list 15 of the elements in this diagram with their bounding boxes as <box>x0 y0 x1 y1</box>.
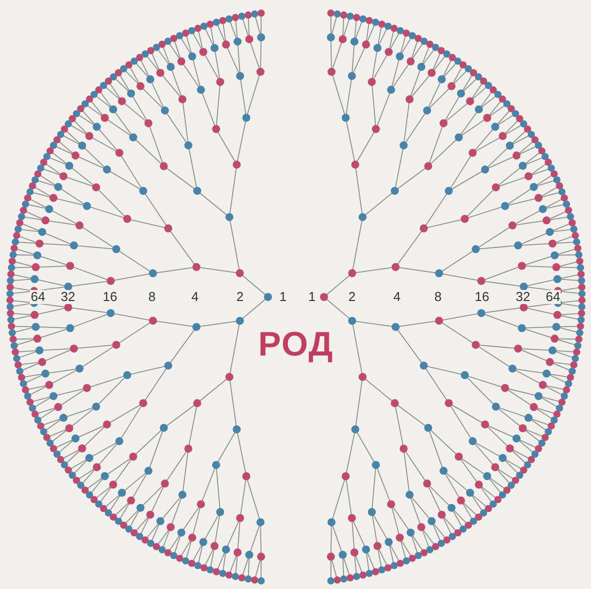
generation-number: 2 <box>347 290 357 304</box>
diagram-title: РОД <box>258 326 334 364</box>
generation-number: 1 <box>278 290 288 304</box>
generation-number: 16 <box>474 290 490 304</box>
generation-number: 32 <box>514 290 532 304</box>
generation-number: 16 <box>102 290 118 304</box>
generation-number: 2 <box>235 290 245 304</box>
generation-number: 8 <box>147 290 157 304</box>
generation-number: 4 <box>392 290 402 304</box>
generation-number: 64 <box>30 290 46 304</box>
generation-number: 64 <box>544 290 562 304</box>
generation-number: 4 <box>190 290 200 304</box>
generation-number: 1 <box>307 290 317 304</box>
generation-number: 32 <box>60 290 76 304</box>
generation-number: 8 <box>433 290 443 304</box>
